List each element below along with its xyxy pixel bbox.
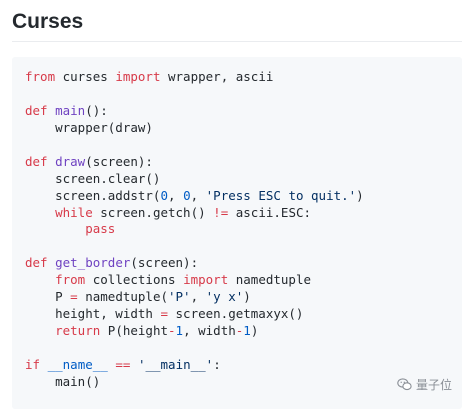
code-line: screen.addstr(0, 0, 'Press ESC to quit.'… <box>25 188 364 205</box>
code-line: def get_border(screen): <box>25 255 364 272</box>
code-token: def <box>25 102 48 118</box>
code-token: 1 <box>175 323 184 339</box>
code-token: while <box>55 204 93 220</box>
code-token: from <box>25 69 56 84</box>
code-token: == <box>115 356 131 372</box>
code-token: , <box>190 289 206 305</box>
code-token: collections <box>85 272 184 288</box>
code-token: if <box>25 356 41 372</box>
heading-divider <box>12 41 462 42</box>
code-token: = <box>160 306 168 322</box>
code-token: (screen): <box>85 153 153 169</box>
code-line: height, width = screen.getmaxyx() <box>25 306 364 323</box>
code-token: namedtuple( <box>77 289 168 305</box>
code-token: != <box>213 204 229 220</box>
code-token: screen.addstr( <box>25 187 161 203</box>
code-token: , width <box>183 323 236 339</box>
code-listing: from curses import wrapper, ascii def mai… <box>25 69 364 391</box>
code-token: height, width <box>25 306 161 322</box>
code-token: - <box>168 323 176 339</box>
code-token: from <box>55 272 86 288</box>
code-line <box>25 137 364 154</box>
code-token <box>25 221 85 236</box>
code-token <box>40 357 48 372</box>
code-token: = <box>70 289 78 305</box>
code-line <box>25 340 364 357</box>
code-token: def <box>25 255 48 271</box>
code-line: while screen.getch() != ascii.ESC: <box>25 205 364 222</box>
code-token: ) <box>243 289 251 305</box>
code-token: ) <box>250 323 259 339</box>
code-token: 0 <box>183 187 191 203</box>
code-token: '__main__' <box>137 356 214 372</box>
code-token: wrapper(draw) <box>25 119 153 135</box>
code-token: (screen): <box>130 255 199 271</box>
code-line: return P(height-1, width-1) <box>25 323 364 340</box>
code-token: import <box>115 69 161 84</box>
wechat-icon <box>397 378 412 391</box>
code-line: wrapper(draw) <box>25 120 364 137</box>
code-token: main <box>55 102 86 118</box>
code-token: namedtuple <box>228 272 312 288</box>
code-line <box>25 86 364 103</box>
section-heading: Curses <box>12 10 84 33</box>
code-token: 'P' <box>168 289 191 305</box>
code-token: , <box>190 187 206 203</box>
code-line: pass <box>25 221 364 238</box>
code-token: screen.getch() <box>92 204 214 220</box>
code-line: main() <box>25 374 364 391</box>
watermark: 量子位 <box>397 376 452 393</box>
watermark-text: 量子位 <box>415 378 452 392</box>
code-token: return <box>55 323 101 339</box>
code-token: draw <box>55 153 86 169</box>
code-token: (): <box>85 102 108 118</box>
code-token: , <box>168 187 184 203</box>
code-token: 'y x' <box>205 289 244 305</box>
code-token <box>25 272 55 287</box>
code-line: P = namedtuple('P', 'y x') <box>25 289 364 306</box>
code-token <box>130 357 138 372</box>
code-token: 1 <box>243 323 251 339</box>
code-token: get_border <box>55 255 131 271</box>
code-token: def <box>25 153 48 169</box>
code-token: __name__ <box>47 356 108 372</box>
code-token <box>48 255 56 270</box>
code-token <box>48 103 56 118</box>
code-line <box>25 238 364 255</box>
code-token <box>25 323 55 338</box>
code-token: ) <box>356 187 364 203</box>
code-line: screen.clear() <box>25 171 364 188</box>
code-token: wrapper, ascii <box>160 69 274 84</box>
code-token: : <box>213 356 221 372</box>
code-line: if __name__ == '__main__': <box>25 357 364 374</box>
code-line: def main(): <box>25 103 364 120</box>
code-token: 'Press ESC to quit.' <box>205 187 357 203</box>
code-block: from curses import wrapper, ascii def mai… <box>12 57 462 409</box>
code-token <box>25 205 55 220</box>
code-token: screen.getmaxyx() <box>168 306 304 322</box>
code-token: P(height <box>100 323 168 339</box>
code-line: from collections import namedtuple <box>25 272 364 289</box>
code-token: screen.clear() <box>25 170 161 186</box>
code-line: def draw(screen): <box>25 154 364 171</box>
code-token: - <box>235 323 244 339</box>
code-token: curses <box>55 69 116 84</box>
code-token <box>48 154 56 169</box>
code-token: ascii.ESC: <box>228 204 312 220</box>
code-token: main() <box>25 373 101 389</box>
code-token: import <box>183 272 229 288</box>
code-token: P <box>25 289 71 305</box>
code-token: pass <box>85 221 116 237</box>
code-line: from curses import wrapper, ascii <box>25 69 364 86</box>
code-token: 0 <box>160 187 168 203</box>
